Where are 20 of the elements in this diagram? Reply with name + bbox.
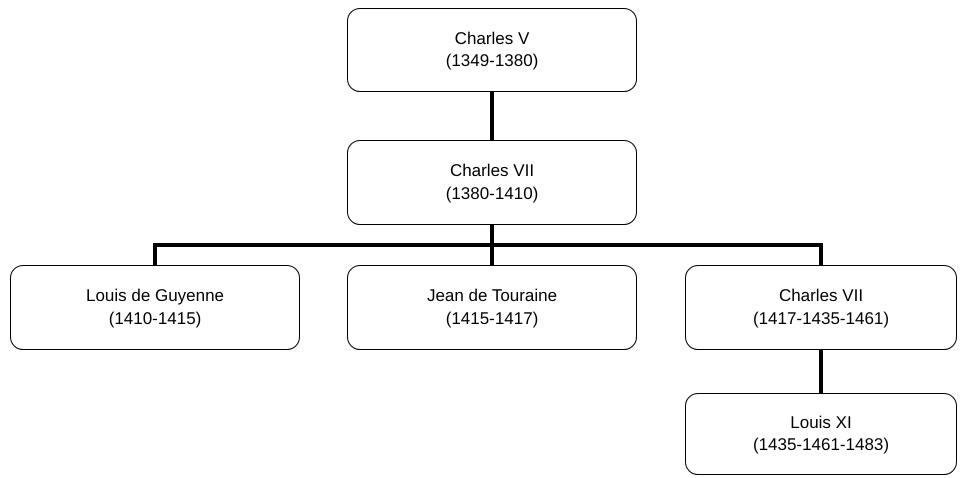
date-text: (1415-1417) [446,308,538,330]
person-box [685,393,957,475]
name-text: Charles VII [778,285,864,308]
name-text: Charles VII [450,160,534,182]
date-text: (1349-1380) [446,50,538,72]
name-text: Louis de Guyenne [86,285,224,308]
person-box [347,8,637,92]
person-box [347,265,637,350]
person-box [685,265,957,350]
date-text: (1435-1461-1483) [752,434,890,456]
connector-line [819,348,823,395]
name-text: Charles V [454,28,530,50]
person-box [347,140,637,225]
date-text: (1410-1415) [108,308,202,330]
person-box [10,265,300,350]
connector-line [490,90,494,142]
name-text: Jean de Touraine [426,285,558,308]
date-text: (1417-1435-1461) [752,308,890,330]
date-text: (1380-1410) [446,182,538,204]
name-text: Louis XI [790,412,852,434]
